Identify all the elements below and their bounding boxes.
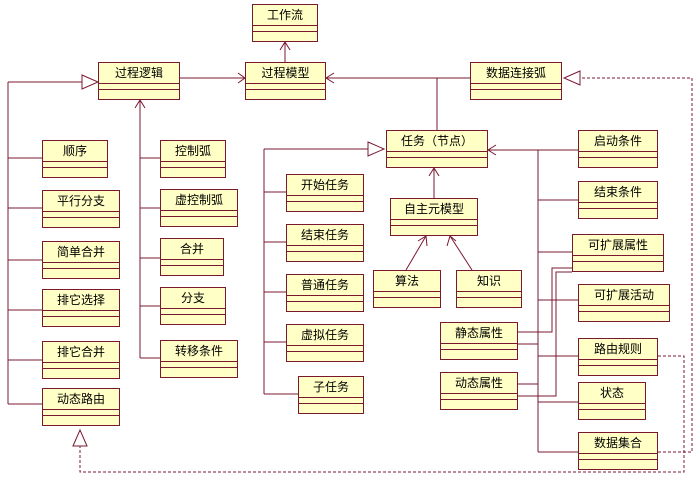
node-workflow[interactable]: 工作流 <box>252 4 318 42</box>
edge-arrowhead <box>417 235 428 247</box>
node-static-attr[interactable]: 静态属性 <box>440 322 518 360</box>
edge-inherit-triangle <box>81 74 100 90</box>
node-task[interactable]: 任务（节点） <box>386 130 488 168</box>
node-normal-task[interactable]: 普通任务 <box>286 274 364 312</box>
node-dynamic-attr[interactable]: 动态属性 <box>440 372 518 410</box>
node-extensible-attr[interactable]: 可扩展属性 <box>572 234 664 272</box>
edge-dashed-arc <box>580 77 693 453</box>
edge-arrowhead <box>487 144 497 156</box>
node-virtual-control-arc[interactable]: 虚控制弧 <box>160 189 238 227</box>
edge-knowledge-model <box>449 235 473 271</box>
node-parallel-split[interactable]: 平行分支 <box>42 190 120 228</box>
node-start-task[interactable]: 开始任务 <box>286 174 364 212</box>
node-control-arc[interactable]: 控制弧 <box>160 140 226 178</box>
edge-attr-extensible-2 <box>518 271 572 397</box>
edge-inherit-triangle <box>72 428 88 447</box>
node-data-set[interactable]: 数据集合 <box>578 432 658 470</box>
edge-attr-extensible <box>518 267 572 333</box>
edge-arrowhead <box>279 41 291 51</box>
edge-arrowhead <box>134 99 146 109</box>
node-routing-rule[interactable]: 路由规则 <box>578 338 658 376</box>
edge-dashed-loop <box>79 355 685 473</box>
edge-arrowhead <box>428 167 440 177</box>
node-dynamic-routing[interactable]: 动态路由 <box>42 388 120 426</box>
edge-inherit-triangle <box>367 141 386 157</box>
node-data-link-arc[interactable]: 数据连接弧 <box>470 62 562 100</box>
node-virtual-task[interactable]: 虚拟任务 <box>286 324 364 362</box>
node-extensible-activity[interactable]: 可扩展活动 <box>578 284 670 322</box>
node-knowledge[interactable]: 知识 <box>456 270 522 308</box>
edge-arrowhead <box>325 72 335 84</box>
node-branch[interactable]: 分支 <box>160 287 226 325</box>
node-process-model[interactable]: 过程模型 <box>245 62 326 100</box>
node-merge[interactable]: 合并 <box>160 238 224 276</box>
edge-algorithm-model <box>405 235 427 271</box>
node-exclusive-choice[interactable]: 排它选择 <box>42 289 120 327</box>
node-autonomous-model[interactable]: 自主元模型 <box>390 198 478 236</box>
node-start-condition[interactable]: 启动条件 <box>578 130 658 168</box>
edge-inherit-triangle <box>562 70 581 86</box>
node-sequence[interactable]: 顺序 <box>42 140 108 178</box>
node-end-condition[interactable]: 结束条件 <box>578 181 658 219</box>
node-simple-merge[interactable]: 简单合并 <box>42 241 120 279</box>
node-state[interactable]: 状态 <box>578 382 646 420</box>
node-sub-task[interactable]: 子任务 <box>298 376 364 414</box>
node-transition-condition[interactable]: 转移条件 <box>160 340 238 378</box>
node-process-logic[interactable]: 过程逻辑 <box>98 62 180 100</box>
edge-arrowhead <box>446 235 457 247</box>
node-end-task[interactable]: 结束任务 <box>286 224 364 262</box>
node-algorithm[interactable]: 算法 <box>373 270 441 308</box>
node-exclusive-merge[interactable]: 排它合并 <box>42 341 120 379</box>
